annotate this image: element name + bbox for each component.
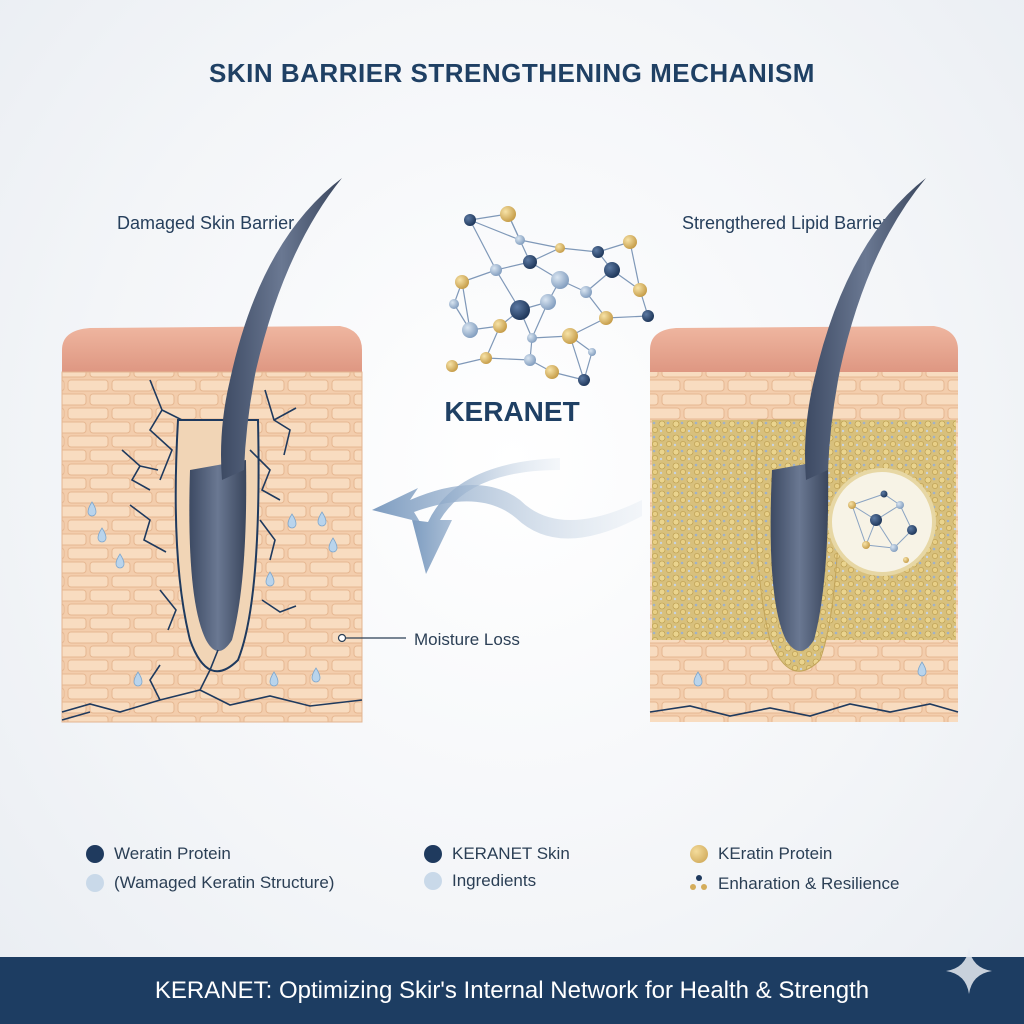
legend-item-keratin-protein: KEratin Protein	[690, 844, 832, 864]
legend-item-weratin-protein: Weratin Protein	[86, 844, 231, 864]
left-cracks	[61, 379, 363, 721]
keranet-zoom-circle	[828, 468, 936, 576]
network-node	[493, 319, 507, 333]
left-moisture-droplets	[87, 501, 338, 687]
legend-item-enharation-resilience: Enharation & Resilience	[690, 874, 899, 894]
strengthened-skin-block	[649, 178, 959, 722]
network-node	[540, 294, 556, 310]
network-node	[551, 271, 569, 289]
network-link	[461, 281, 471, 331]
network-node	[462, 322, 478, 338]
right-epidermis-layer	[650, 326, 958, 375]
network-node	[633, 283, 647, 297]
network-link	[629, 241, 641, 291]
network-node	[490, 264, 502, 276]
callout-anchor	[337, 633, 347, 643]
network-node	[510, 300, 530, 320]
network-link	[519, 239, 561, 249]
network-node	[578, 374, 590, 386]
sparkle-icon	[946, 948, 992, 994]
left-epidermis-layer	[62, 326, 362, 375]
navy-dot-icon	[86, 845, 104, 863]
left-panel-label: Damaged Skin Barrier	[117, 213, 295, 233]
network-node	[446, 360, 458, 372]
network-node	[562, 328, 578, 344]
right-moisture-droplets	[693, 661, 927, 687]
network-node	[527, 333, 537, 343]
network-node	[545, 365, 559, 379]
navy-dot-icon	[424, 845, 442, 863]
keranet-name: KERANET	[444, 396, 580, 427]
network-link	[559, 247, 599, 253]
legend-item-ingredients: Ingredients	[424, 871, 536, 891]
network-node	[480, 352, 492, 364]
network-node	[599, 311, 613, 325]
network-node	[555, 243, 565, 253]
mixed-dot-cluster-icon	[690, 875, 708, 893]
network-node	[523, 255, 537, 269]
keranet-molecule-network	[446, 206, 654, 386]
network-node	[449, 299, 459, 309]
network-node	[515, 235, 525, 245]
network-node	[580, 286, 592, 298]
network-node	[524, 354, 536, 366]
network-link	[485, 357, 531, 361]
left-hair-bulb	[189, 460, 247, 651]
flow-arrows	[372, 458, 642, 574]
left-hair-shaft	[221, 178, 342, 480]
pale-blue-dot-icon	[424, 872, 442, 890]
network-node	[642, 310, 654, 322]
right-panel-label: Strengthered Lipid Barrier	[682, 213, 889, 233]
network-node	[623, 235, 637, 249]
network-link	[469, 219, 497, 271]
network-node	[455, 275, 469, 289]
right-hair-bulb	[770, 460, 829, 651]
network-node	[592, 246, 604, 258]
network-node	[604, 262, 620, 278]
gold-dot-icon	[690, 845, 708, 863]
footer-banner: KERANET: Optimizing Skir's Internal Netw…	[0, 957, 1024, 1024]
diagram-title: SKIN BARRIER STRENGTHENING MECHANISM	[209, 58, 815, 88]
network-node	[464, 214, 476, 226]
moisture-loss-callout: Moisture Loss	[414, 630, 520, 649]
damaged-skin-block	[61, 178, 406, 723]
pale-blue-dot-icon	[86, 874, 104, 892]
footer-text: KERANET: Optimizing Skir's Internal Netw…	[154, 976, 870, 1004]
zoom-network-nodes	[848, 490, 917, 563]
legend-item-damaged-keratin: (Wamaged Keratin Structure)	[86, 873, 334, 893]
right-hair-shaft	[805, 178, 926, 480]
network-node	[500, 206, 516, 222]
network-node	[588, 348, 596, 356]
network-link	[605, 315, 649, 319]
network-link	[469, 219, 521, 241]
legend-item-keranet-skin: KERANET Skin	[424, 844, 570, 864]
